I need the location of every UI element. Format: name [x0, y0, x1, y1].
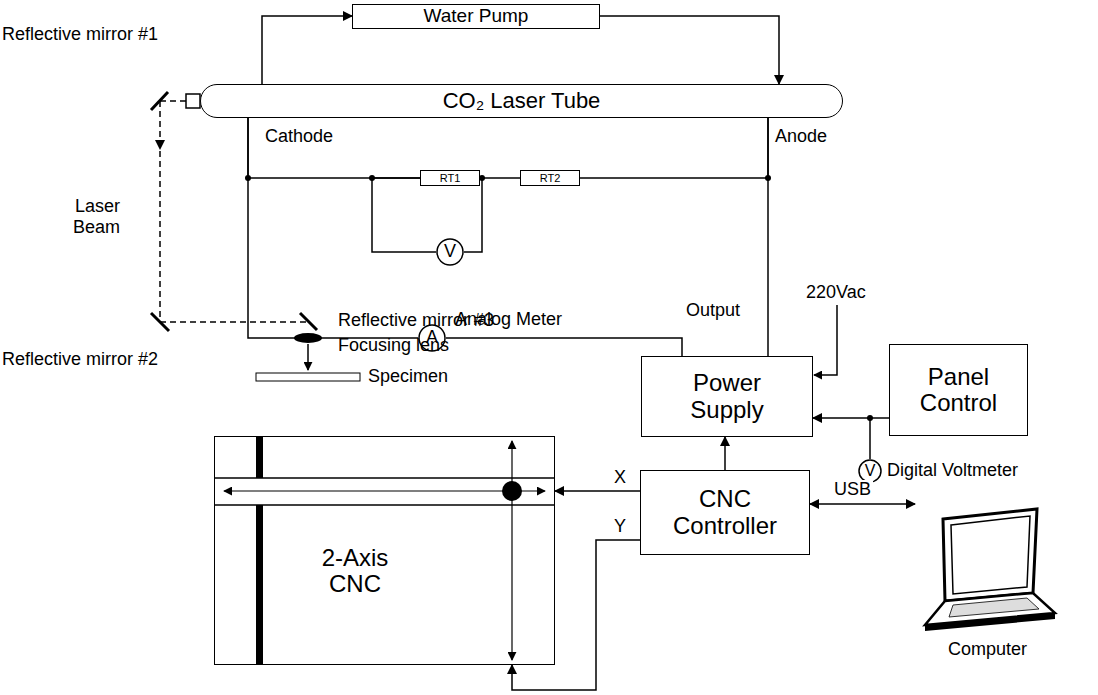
resistor-symbol: RT1: [420, 170, 480, 186]
resistor-symbol: RT2: [520, 170, 580, 186]
connector: [464, 178, 482, 252]
node-label: Power Supply: [657, 370, 797, 423]
connector: [724, 437, 726, 470]
emitter-window: [186, 94, 200, 108]
node-label: V: [865, 462, 876, 480]
signal-label: Y: [612, 517, 628, 537]
mirror-label: Reflective mirror #3: [338, 310, 494, 331]
connector: [580, 118, 768, 178]
specimen-plate: [256, 373, 360, 381]
supply-label: 220Vac: [806, 282, 866, 303]
cnc-table: 2-Axis CNC: [214, 436, 555, 665]
cnc-controller-box: CNC Controller: [640, 470, 810, 555]
node-label: Computer: [948, 640, 1027, 660]
power-supply-box: Power Supply: [641, 356, 813, 437]
connector: [248, 118, 418, 338]
node-label: RT2: [540, 172, 561, 184]
panel-control-box: Panel Control: [889, 344, 1028, 436]
pump-box: Water Pump: [352, 4, 600, 29]
connector: [372, 178, 436, 252]
node-label: Water Pump: [424, 6, 529, 27]
connector: [600, 16, 779, 84]
laptop-drawing: [915, 495, 1060, 635]
computer-icon: Computer: [915, 495, 1060, 660]
terminal-label: Cathode: [265, 126, 333, 147]
focus-beam: [307, 344, 309, 370]
node-label: RT1: [440, 172, 461, 184]
laser-tube: CO₂ Laser Tube: [200, 84, 843, 118]
connector: [813, 417, 889, 419]
node-label: CNC Controller: [660, 486, 790, 539]
node-label: V: [444, 242, 456, 262]
mirror-2: [151, 313, 169, 331]
voltmeter-symbol: V: [436, 238, 464, 266]
beam-direction: [155, 140, 165, 150]
specimen-label: Specimen: [368, 366, 448, 387]
lens-label: Focusing lens: [338, 335, 449, 356]
beam-label: Laser Beam: [64, 196, 120, 237]
connector: [810, 503, 915, 505]
node-caption: Digital Voltmeter: [887, 461, 1018, 481]
mirror-1: [151, 92, 168, 110]
signal-label: X: [612, 468, 628, 488]
signal-label: USB: [832, 480, 873, 500]
ac-feed-wire: [814, 305, 837, 375]
mirror-3: [300, 313, 317, 330]
output-label: Output: [686, 300, 740, 321]
connector: [512, 540, 640, 690]
cnc-table-mechanics: [214, 437, 555, 664]
node-label: CO₂ Laser Tube: [443, 89, 601, 113]
terminal-label: Anode: [775, 126, 827, 147]
node-label: 2-Axis CNC: [295, 545, 415, 598]
voltmeter-tap: [869, 418, 871, 459]
connector: [767, 118, 769, 356]
connector: [480, 177, 520, 179]
node-label: Panel Control: [904, 364, 1014, 417]
connector: [248, 118, 420, 178]
connector: [555, 490, 640, 492]
connector: [446, 338, 682, 356]
mirror-label: Reflective mirror #1: [2, 24, 158, 45]
connector: [262, 16, 352, 84]
mirror-label: Reflective mirror #2: [2, 349, 158, 370]
junction-dots: [245, 175, 873, 421]
